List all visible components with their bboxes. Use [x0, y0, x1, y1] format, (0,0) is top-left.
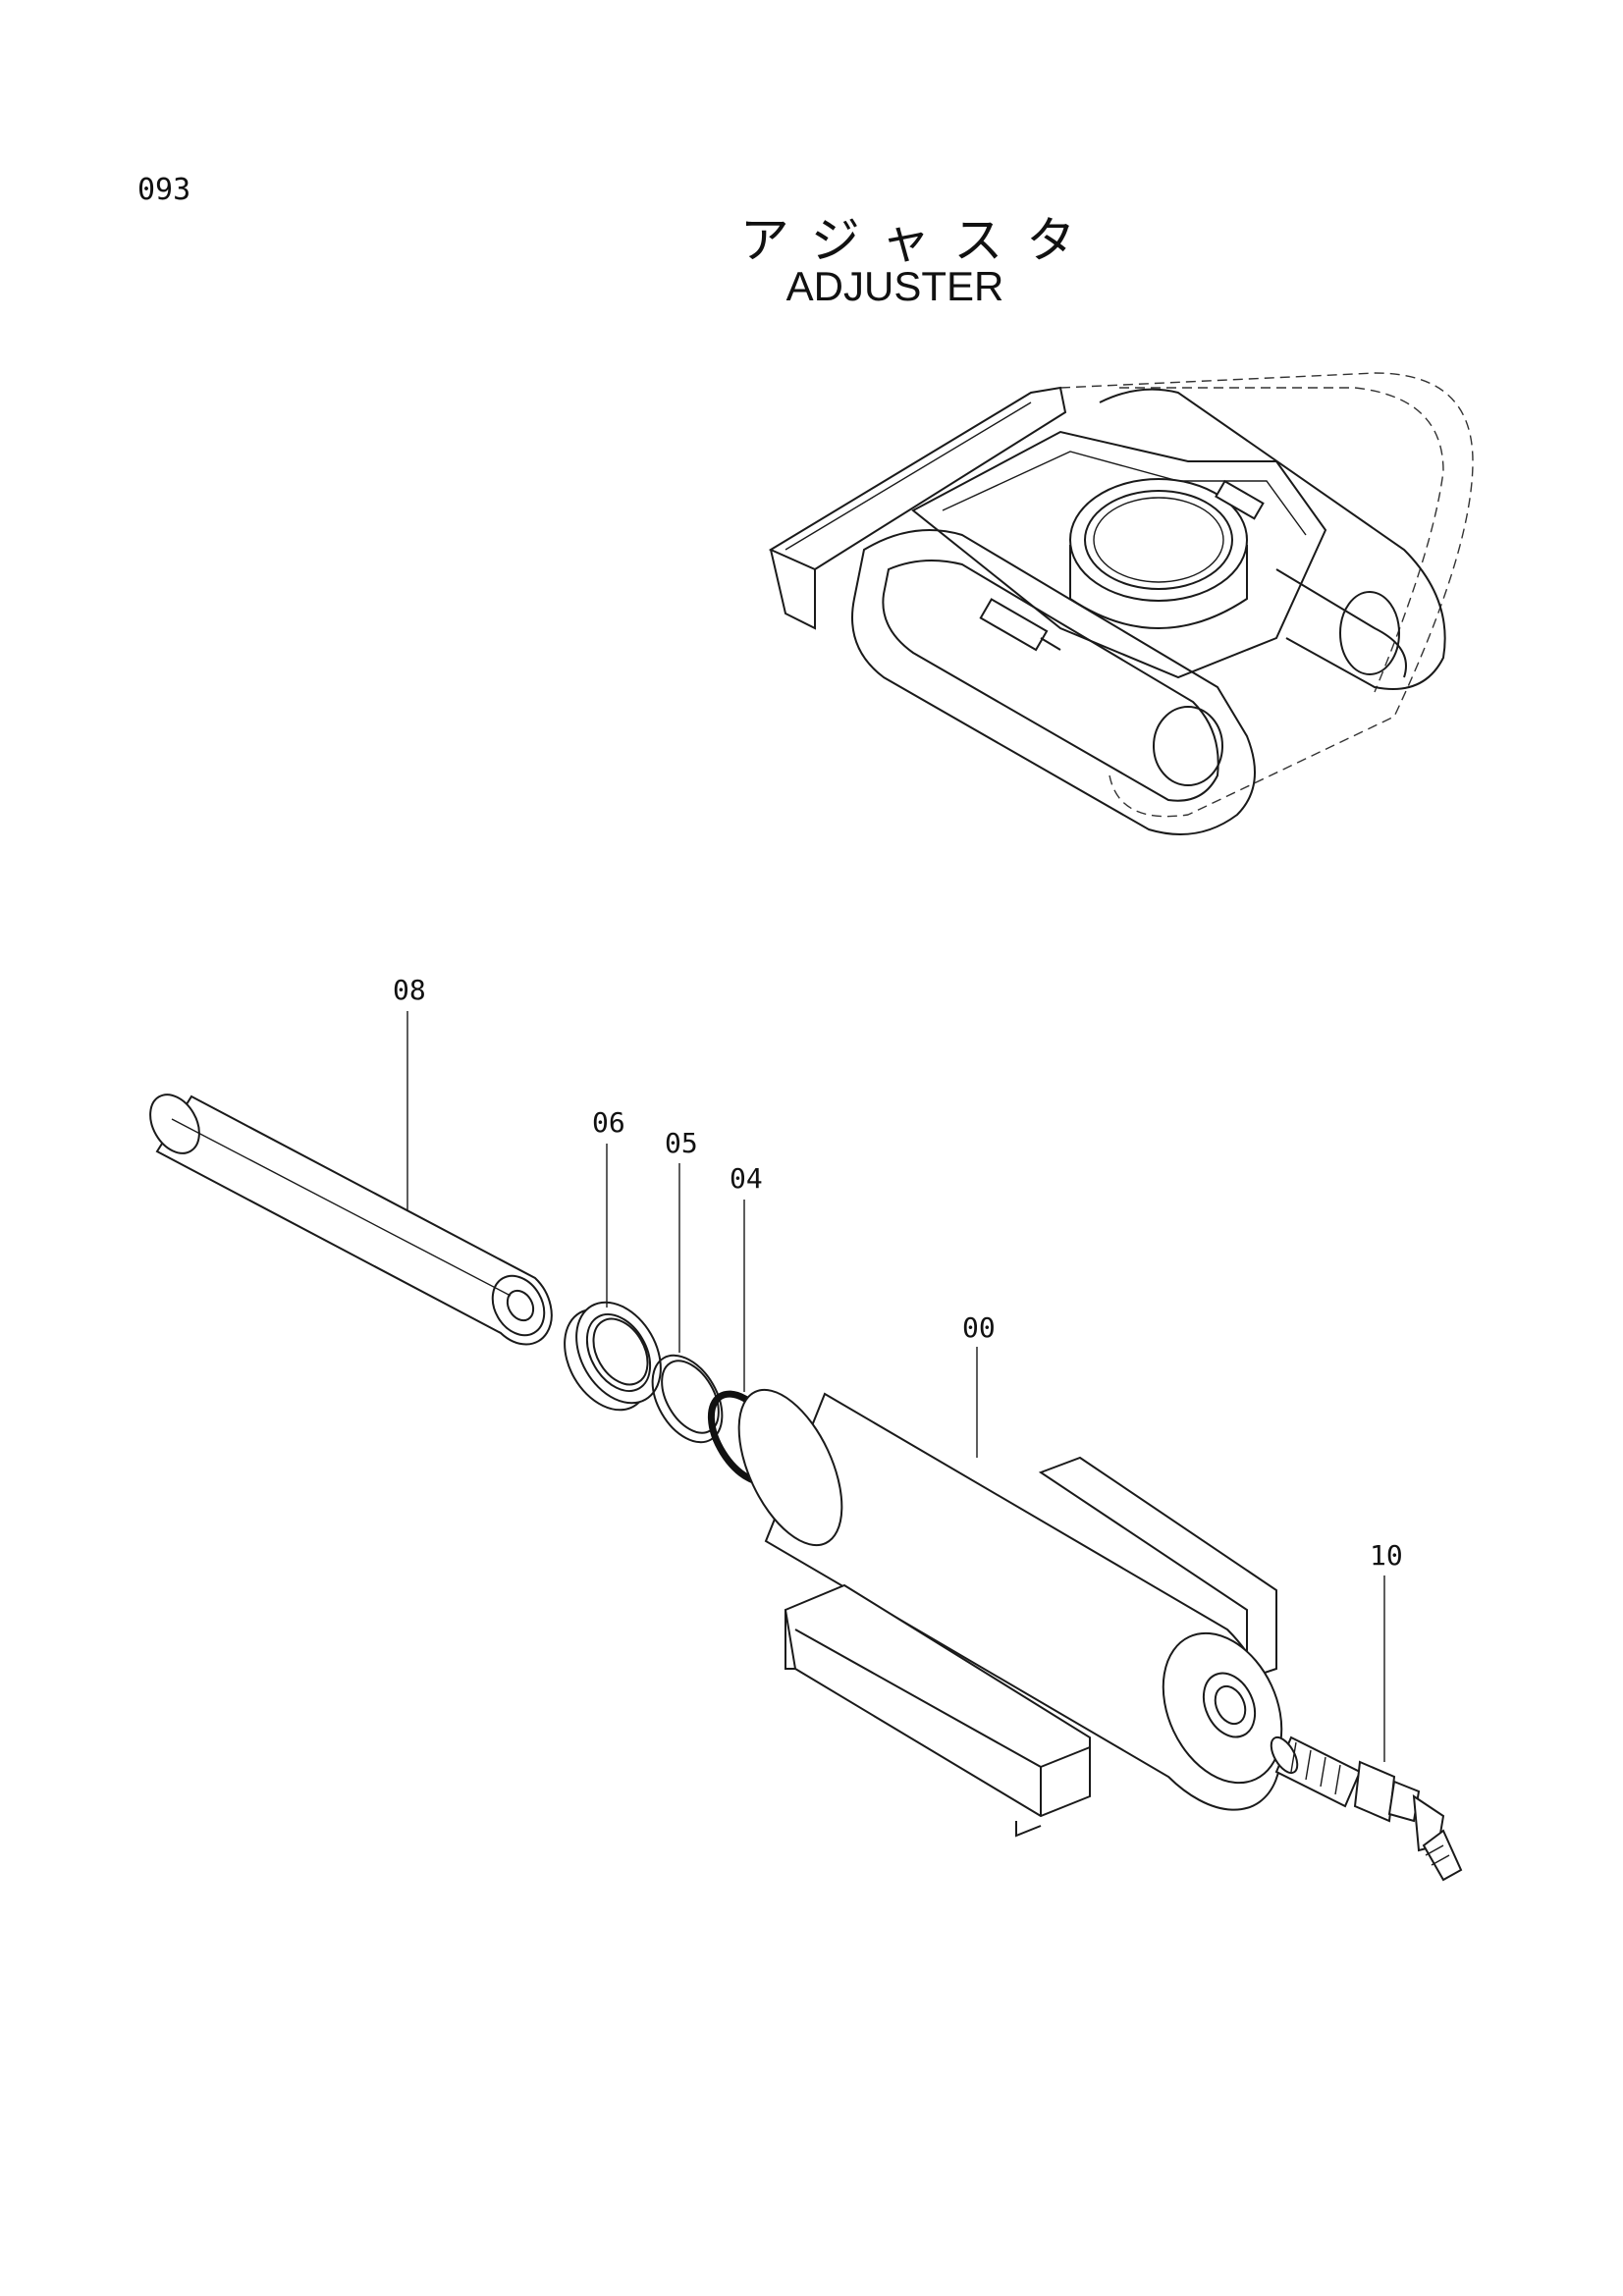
- callout-10: 10: [1370, 1539, 1403, 1572]
- leader-lines: [406, 1011, 1385, 1762]
- callout-04: 04: [730, 1162, 763, 1195]
- seal-part-06: [564, 1301, 662, 1412]
- callout-00: 00: [962, 1311, 996, 1344]
- callout-05: 05: [665, 1127, 698, 1159]
- callout-06: 06: [592, 1106, 625, 1139]
- title-english: ADJUSTER: [785, 263, 1004, 309]
- page-number: 093: [137, 173, 191, 207]
- undercarriage-overview: [768, 372, 1474, 835]
- callout-labels: 08 06 05 04 00 10: [393, 974, 1403, 1572]
- rod-part-08: [149, 1094, 553, 1346]
- callout-08: 08: [393, 974, 426, 1006]
- adjuster-location-marker: [979, 479, 1265, 652]
- title-japanese: アジャスタ: [739, 212, 1100, 269]
- grease-fitting-part-10: [1270, 1735, 1463, 1882]
- cylinder-part-00: [737, 1388, 1283, 1838]
